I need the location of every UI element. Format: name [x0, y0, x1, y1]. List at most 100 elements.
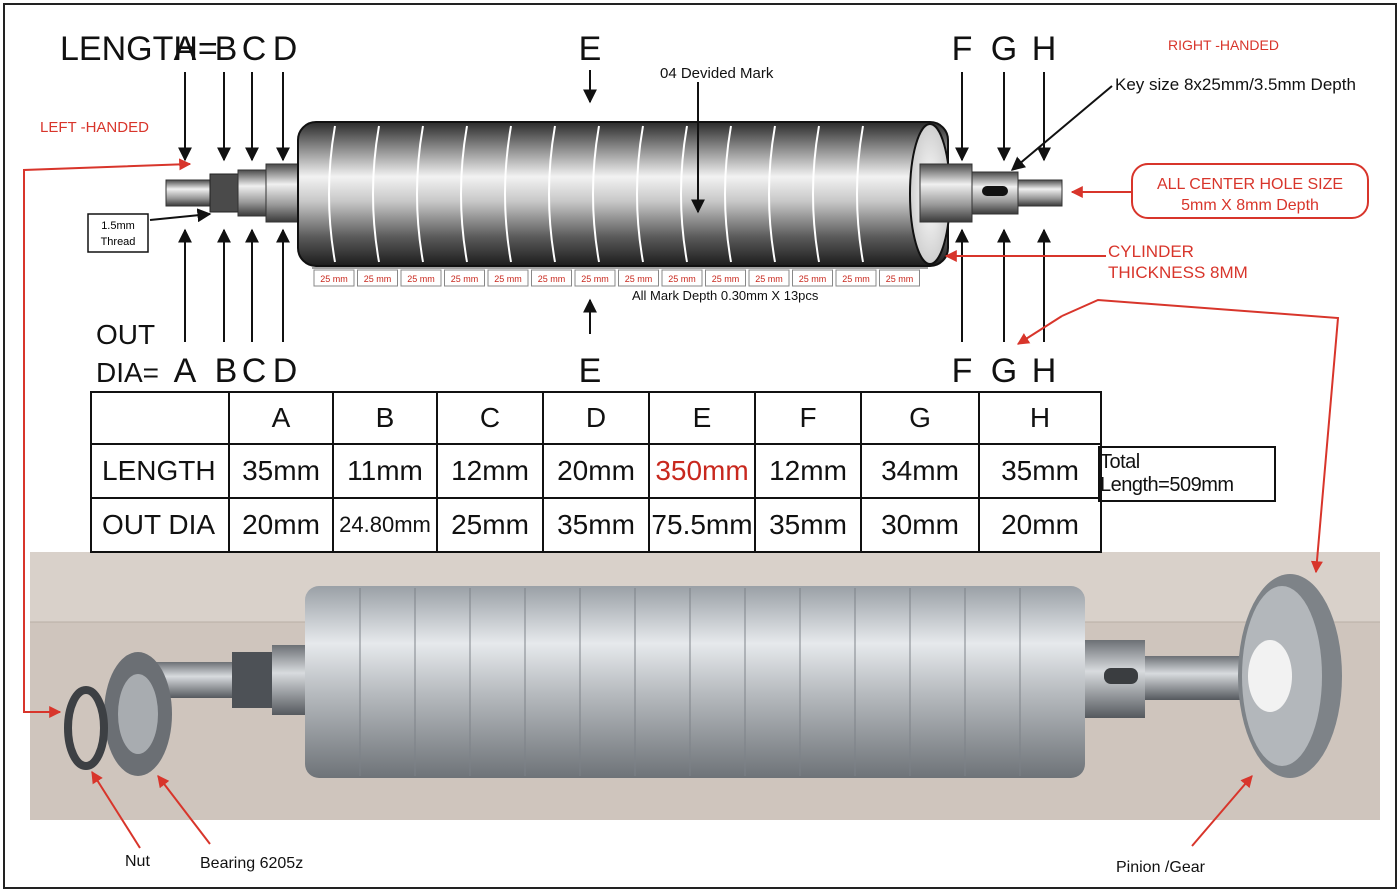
- roller-drawing: 25 mm 25 mm 25 mm 25 mm 25 mm 25 mm 25 mm 25 mm…: [165, 121, 1063, 287]
- segment-label: 25 mm: [538, 274, 566, 284]
- cylinder-body: [297, 121, 949, 267]
- out-dia-label-1: OUT: [96, 319, 155, 350]
- length-f: 12mm: [754, 443, 862, 499]
- bottom-letter-g: G: [991, 352, 1017, 390]
- bearing-label: Bearing 6205z: [200, 855, 303, 872]
- bottom-letter-h: H: [1032, 352, 1057, 390]
- top-letter-c: C: [242, 30, 267, 68]
- col-header-h: H: [978, 391, 1102, 445]
- segment-label: 25 mm: [712, 274, 740, 284]
- bottom-letter-e: E: [579, 352, 602, 390]
- segment-label: 25 mm: [364, 274, 392, 284]
- col-header-b: B: [332, 391, 438, 445]
- dia-h: 20mm: [978, 497, 1102, 553]
- segment-box: [705, 269, 746, 287]
- segment-label: 25 mm: [842, 274, 870, 284]
- left-handed-label: LEFT -HANDED: [40, 119, 149, 136]
- dimension-table: A B C D E F G H LENGTH 35mm 11mm 12mm 20…: [90, 391, 1102, 553]
- keyway: [982, 186, 1008, 196]
- dia-c: 25mm: [436, 497, 544, 553]
- dia-d: 35mm: [542, 497, 650, 553]
- length-a: 35mm: [228, 443, 334, 499]
- bottom-letter-f: F: [952, 352, 973, 390]
- segment-box: [313, 269, 355, 287]
- segment-a-drawing: [165, 179, 217, 207]
- length-e: 350mm: [648, 443, 756, 499]
- top-letter-a: A: [174, 30, 197, 68]
- col-header-c: C: [436, 391, 544, 445]
- length-c: 12mm: [436, 443, 544, 499]
- red-leader-lines: [23, 158, 1340, 849]
- bottom-letter-b: B: [215, 352, 238, 390]
- photo-right-shaft: [1145, 656, 1255, 700]
- segment-label: 25 mm: [407, 274, 435, 284]
- top-letter-f: F: [952, 30, 973, 68]
- pinion-label: Pinion /Gear: [1116, 859, 1206, 876]
- length-h: 35mm: [978, 443, 1102, 499]
- table-corner: [90, 391, 230, 445]
- row-label-length: LENGTH: [90, 443, 230, 499]
- length-b: 11mm: [332, 443, 438, 499]
- dia-a: 20mm: [228, 497, 334, 553]
- segment-box: [531, 269, 572, 287]
- segment-box: [835, 269, 877, 287]
- segment-box: [748, 269, 790, 287]
- dia-g: 30mm: [860, 497, 980, 553]
- col-header-e: E: [648, 391, 756, 445]
- segment-box: [618, 269, 659, 287]
- segment-marks: 25 mm 25 mm 25 mm 25 mm 25 mm 25 mm 25 mm 25 mm…: [312, 267, 928, 287]
- segment-box: [574, 269, 616, 287]
- photo-cylinder-marks: [359, 588, 1021, 776]
- top-letter-e: E: [579, 30, 602, 68]
- segment-box: [357, 269, 398, 287]
- segment-box: [487, 269, 529, 287]
- thread-label-2: Thread: [101, 236, 136, 248]
- cylinder-label-2: THICKNESS 8MM: [1108, 263, 1248, 282]
- segment-box: [879, 269, 920, 287]
- thread-label-1: 1.5mm: [101, 220, 135, 232]
- segment-box: [400, 269, 442, 287]
- bottom-letter-c: C: [242, 352, 267, 390]
- table-row-length: LENGTH 35mm 11mm 12mm 20mm 350mm 12mm 34…: [90, 443, 1102, 499]
- top-letter-g: G: [991, 30, 1017, 68]
- dimension-arrows: [149, 70, 1113, 342]
- segment-box: [661, 269, 703, 287]
- top-letter-b: B: [215, 30, 238, 68]
- length-d: 20mm: [542, 443, 650, 499]
- col-header-d: D: [542, 391, 650, 445]
- segment-label: 25 mm: [320, 274, 348, 284]
- row-label-out-dia: OUT DIA: [90, 497, 230, 553]
- segment-box: [792, 269, 833, 287]
- total-length: Total Length=509mm: [1098, 446, 1276, 502]
- segment-label: 25 mm: [494, 274, 522, 284]
- dia-b: 24.80mm: [332, 497, 438, 553]
- segment-label: 25 mm: [886, 274, 914, 284]
- segment-label: 25 mm: [581, 274, 609, 284]
- segment-label: 25 mm: [755, 274, 783, 284]
- segment-f-drawing: [919, 163, 973, 223]
- center-hole-label-2: 5mm X 8mm Depth: [1181, 197, 1319, 214]
- segment-d-drawing: [265, 163, 303, 223]
- center-hole-label-1: ALL CENTER HOLE SIZE: [1157, 176, 1343, 193]
- mark-depth-label: All Mark Depth 0.30mm X 13pcs: [632, 288, 819, 303]
- nut-label: Nut: [125, 853, 150, 870]
- bottom-letter-d: D: [273, 352, 298, 390]
- photo-nut: [64, 686, 108, 770]
- cylinder-divisions: [328, 125, 864, 263]
- segment-label: 25 mm: [668, 274, 696, 284]
- segment-b-drawing: [209, 173, 239, 213]
- segment-label: 25 mm: [799, 274, 827, 284]
- thread-box: [87, 213, 149, 253]
- key-size-label: Key size 8x25mm/3.5mm Depth: [1115, 75, 1356, 94]
- out-dia-label-2: DIA=: [96, 357, 159, 388]
- cylinder-label-1: CYLINDER: [1108, 242, 1194, 261]
- table-header-row: A B C D E F G H: [90, 391, 1102, 445]
- devided-mark-label: 04 Devided Mark: [660, 65, 774, 82]
- dia-f: 35mm: [754, 497, 862, 553]
- length-label: LENGTH=: [60, 30, 218, 68]
- roller-photo: [30, 552, 1380, 820]
- table-row-out-dia: OUT DIA 20mm 24.80mm 25mm 35mm 75.5mm 35…: [90, 497, 1102, 553]
